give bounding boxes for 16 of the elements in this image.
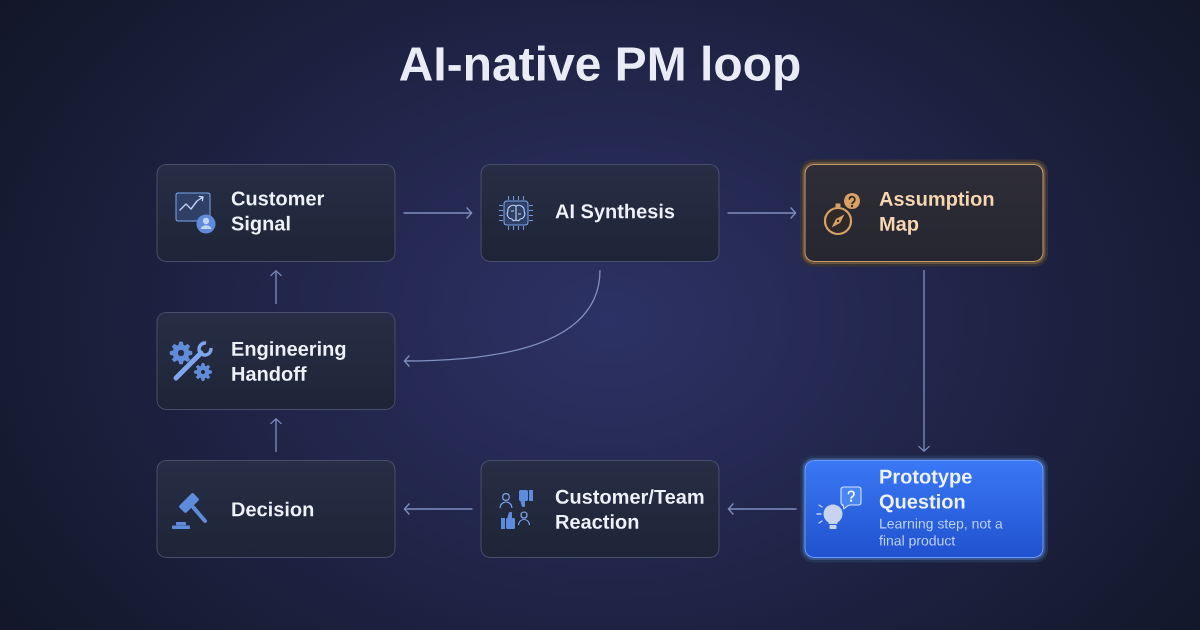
process-box: Decision bbox=[156, 460, 396, 558]
curved-arrow bbox=[403, 269, 601, 368]
title: AI-native PM loop bbox=[399, 45, 800, 91]
arrow bbox=[403, 502, 474, 516]
arrow bbox=[269, 270, 283, 305]
arrow bbox=[917, 269, 931, 452]
process-box: Customer Signal bbox=[156, 164, 396, 262]
process-box: Prototype Question Learning step, not a final product bbox=[800, 455, 1048, 563]
arrow bbox=[269, 418, 283, 453]
arrow bbox=[402, 206, 473, 220]
process-box: AI Synthesis bbox=[480, 164, 720, 262]
process-box: Engineering Handoff bbox=[156, 312, 396, 410]
process-box: Customer/Team Reaction bbox=[480, 460, 720, 558]
arrow bbox=[726, 206, 797, 220]
process-box: Assumption Map bbox=[800, 159, 1048, 267]
arrow bbox=[727, 502, 798, 516]
